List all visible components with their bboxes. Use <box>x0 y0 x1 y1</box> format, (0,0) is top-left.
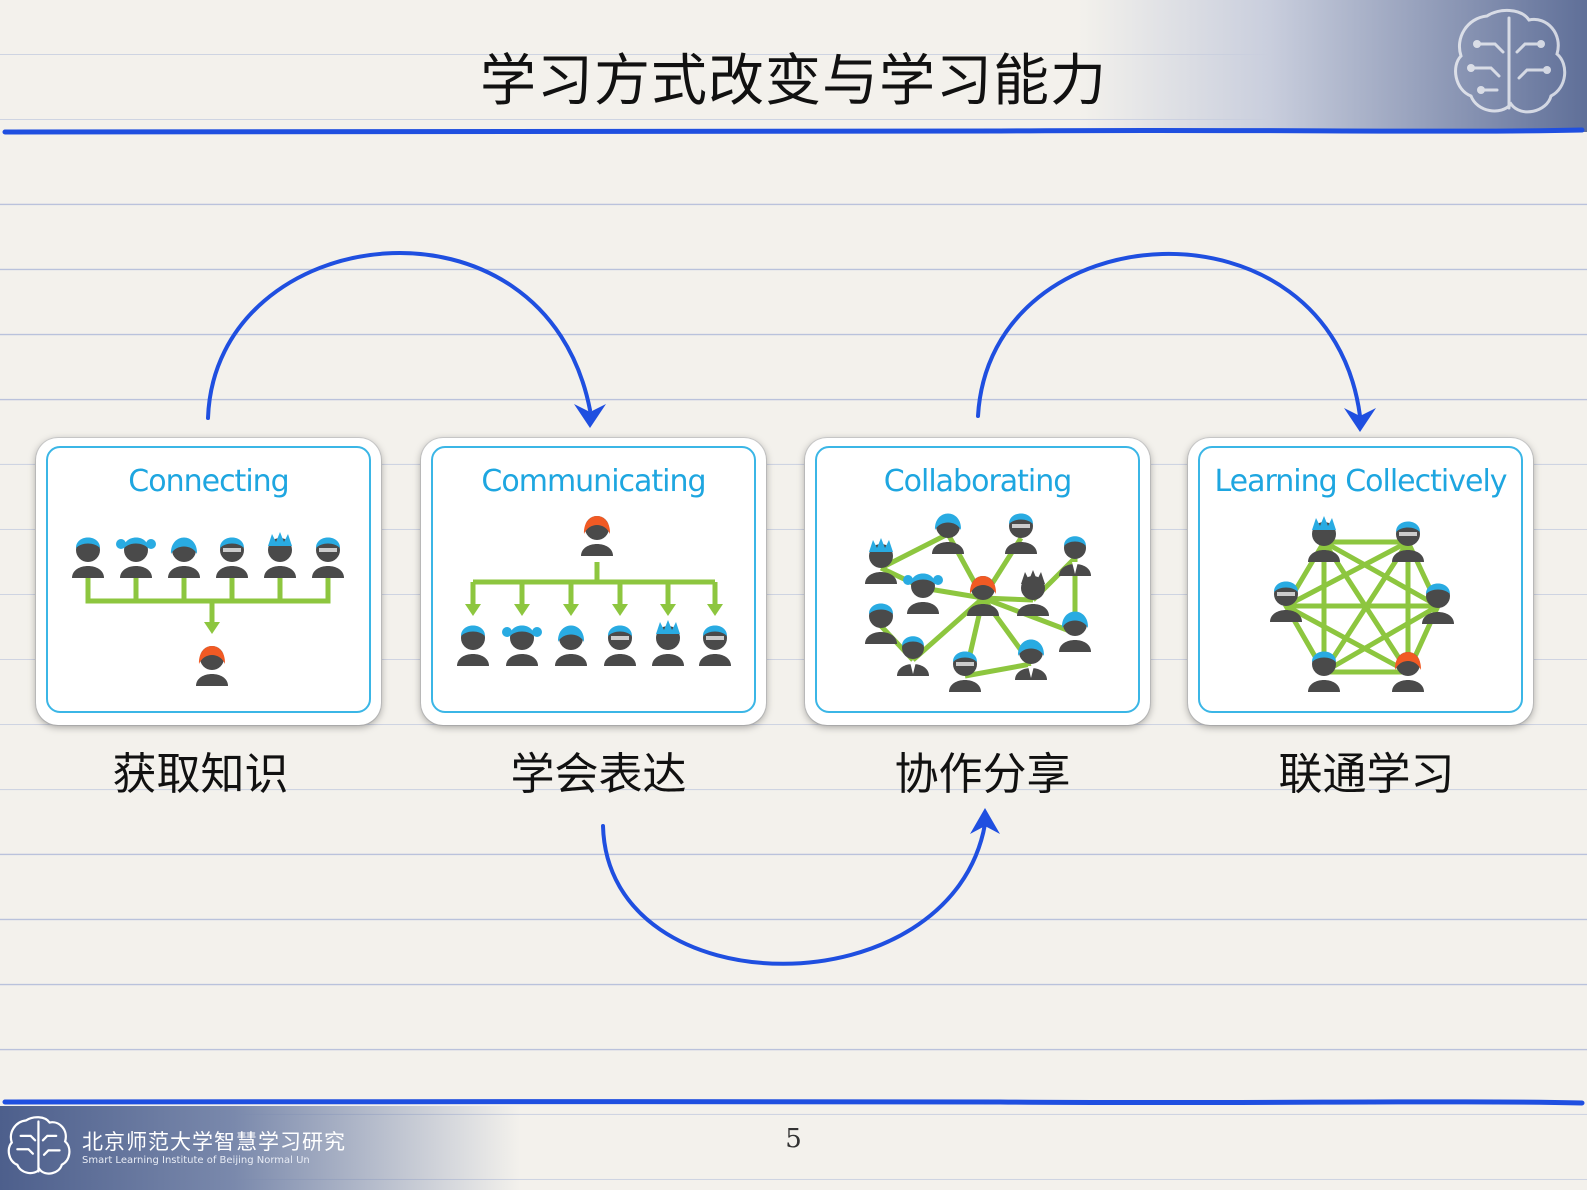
collaborating-illustration <box>865 513 1091 692</box>
person-icon <box>1392 652 1424 692</box>
card-heading: Learning Collectively <box>1214 464 1507 499</box>
person-icon <box>897 636 929 676</box>
person-icon <box>216 537 248 578</box>
brain-circuit-logo-icon <box>1454 9 1567 114</box>
footer-institution: 北京师范大学智慧学习研究 <box>82 1130 346 1154</box>
arrow-collaborating-to-learning <box>976 252 1362 418</box>
person-icon <box>1059 611 1091 652</box>
caption-learning-collectively: 联通学习 <box>1278 749 1455 800</box>
person-icon <box>1308 516 1340 562</box>
arrowhead-2 <box>1344 408 1376 432</box>
person-icon <box>903 573 943 614</box>
card-heading: Collaborating <box>883 464 1073 499</box>
caption-collaborating: 协作分享 <box>894 749 1071 800</box>
page-number: 5 <box>785 1124 802 1154</box>
person-icon <box>865 603 897 644</box>
page-title: 学习方式改变与学习能力 <box>480 49 1107 114</box>
header-band <box>0 0 1587 132</box>
footer-rule <box>2 1098 1585 1106</box>
person-icon <box>72 537 104 578</box>
person-icon <box>502 625 542 666</box>
arrow-communicating-to-collaborating <box>601 822 987 966</box>
person-icon <box>1270 581 1302 622</box>
brain-circuit-logo-icon <box>7 1116 71 1175</box>
person-icon <box>555 625 587 666</box>
person-icon <box>699 625 731 666</box>
learning-collectively-illustration <box>1270 516 1454 692</box>
footer-institution-en: Smart Learning Institute of Beijing Norm… <box>82 1155 310 1166</box>
card-learning-collectively: Learning Collectively <box>1188 438 1533 725</box>
communicating-illustration <box>457 516 731 666</box>
person-icon <box>1005 513 1037 554</box>
person-icon <box>168 537 200 578</box>
card-connecting: Connecting <box>36 438 381 725</box>
person-icon <box>949 651 981 692</box>
person-icon <box>1422 583 1454 624</box>
person-icon <box>1015 639 1047 680</box>
arrowhead-3 <box>970 808 1000 834</box>
footer-band <box>0 1106 520 1190</box>
connecting-illustration <box>72 532 344 686</box>
person-icon <box>967 576 999 616</box>
person-icon <box>932 513 964 554</box>
person-icon <box>1059 536 1091 576</box>
person-icon <box>312 537 344 578</box>
arrowhead-1 <box>574 404 606 428</box>
person-icon <box>865 538 897 584</box>
header-rule <box>2 127 1585 135</box>
person-icon <box>652 620 684 666</box>
person-icon <box>1308 651 1340 692</box>
person-icon <box>196 646 228 686</box>
person-icon <box>264 532 296 578</box>
person-icon <box>581 516 613 556</box>
person-icon <box>116 537 156 578</box>
card-communicating: Communicating <box>421 438 766 725</box>
caption-connecting: 获取知识 <box>112 749 289 800</box>
arrow-connecting-to-communicating <box>206 251 592 420</box>
card-heading: Communicating <box>481 464 706 499</box>
person-icon <box>1017 570 1049 616</box>
person-icon <box>1392 521 1424 562</box>
person-icon <box>604 625 636 666</box>
person-icon <box>457 625 489 666</box>
card-collaborating: Collaborating <box>805 438 1150 725</box>
caption-communicating: 学会表达 <box>510 749 687 800</box>
card-frame <box>1198 446 1523 713</box>
card-heading: Connecting <box>128 464 289 499</box>
